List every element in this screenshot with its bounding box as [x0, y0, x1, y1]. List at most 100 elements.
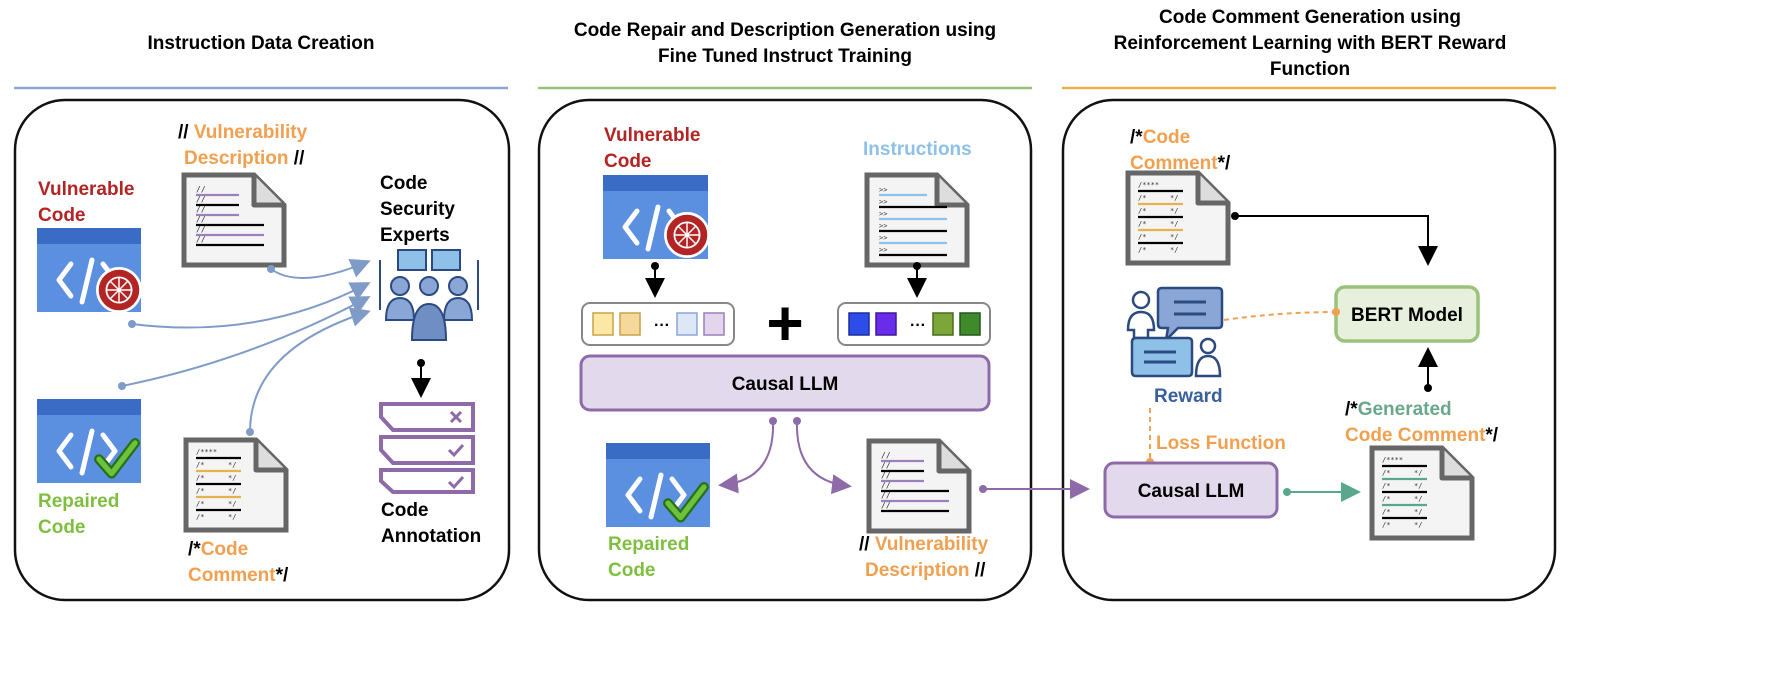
svg-text:/****: /**** [1382, 456, 1403, 464]
security-experts-label-l1: Code [380, 173, 428, 194]
right-code-comment-doc-icon: /**** /* */ /* */ /* */ /* */ /* */ [1128, 173, 1228, 263]
left-code-comment-label-l1: /*Code [188, 539, 248, 560]
left-repaired-code-label-l2: Code [38, 517, 86, 538]
left-code-comment-doc-icon: /**** /**/ /**/ /**/ /**/ /**/ [186, 440, 286, 530]
svg-text://: // [196, 195, 206, 204]
mid-vuln-description-doc-icon: ////// ////// [869, 441, 969, 531]
left-vuln-desc-label-l1: // Vulnerability [178, 122, 308, 143]
svg-text:*/: */ [1170, 207, 1178, 215]
security-experts-icon [379, 249, 479, 341]
plus-sign: + [766, 287, 803, 359]
svg-text:*/: */ [1414, 495, 1422, 503]
loss-function-label: Loss Function [1156, 433, 1286, 454]
svg-text:/*: /* [1382, 469, 1390, 477]
svg-text://: // [196, 185, 206, 194]
svg-text:*/: */ [228, 474, 236, 482]
arrow-comment-to-experts [249, 307, 371, 433]
mid-vuln-desc-label-l2: Description // [865, 560, 986, 581]
security-experts-label-l3: Experts [380, 225, 450, 246]
svg-text:/*: /* [1138, 220, 1146, 228]
header-comment-gen-l2: Reinforcement Learning with BERT Reward [1114, 33, 1507, 54]
svg-text:>>: >> [879, 198, 887, 206]
generated-comment-label-l1: /*Generated [1345, 399, 1452, 420]
svg-text:*/: */ [228, 513, 236, 521]
svg-text://: // [881, 461, 891, 470]
right-causal-llm-box [1103, 461, 1279, 519]
svg-text:*/: */ [1170, 220, 1178, 228]
code-annotation-icon [379, 402, 475, 494]
security-experts-label-l2: Security [380, 199, 455, 220]
mid-causal-llm-box [579, 354, 991, 412]
mid-repaired-code-label-l2: Code [608, 560, 656, 581]
instructions-label: Instructions [863, 139, 972, 160]
instruction-token-sequence: ··· [837, 302, 991, 346]
right-code-comment-label-l2: Comment*/ [1130, 153, 1231, 174]
svg-text:/*: /* [196, 500, 204, 508]
header-instruction-data: Instruction Data Creation [148, 33, 375, 54]
arrow-repaired-origin-dot [118, 382, 126, 390]
svg-text:*/: */ [228, 487, 236, 495]
dashed-bert-end-dot [1332, 308, 1340, 316]
svg-text:*/: */ [1414, 521, 1422, 529]
svg-text:/*: /* [1382, 482, 1390, 490]
arrow-vuln-to-experts [131, 282, 371, 329]
panel-instruction-data [13, 98, 511, 602]
left-vuln-desc-label-l2: Description // [184, 148, 305, 169]
svg-text:*/: */ [1170, 246, 1178, 254]
left-repaired-code-icon [37, 399, 141, 483]
bert-model-label: BERT Model [1351, 305, 1463, 326]
arrow-comment-origin-dot [246, 428, 254, 436]
svg-text:/*: /* [1138, 207, 1146, 215]
svg-text:*/: */ [228, 461, 236, 469]
svg-text://: // [196, 215, 206, 224]
panel-code-repair [537, 98, 1033, 602]
svg-text://: // [881, 501, 891, 510]
reward-chat-icon [1126, 286, 1224, 378]
mid-vulnerable-code-icon [603, 175, 710, 259]
svg-text:>>: >> [879, 234, 887, 242]
panel-comment-gen [1061, 98, 1557, 602]
header-code-repair-l2: Fine Tuned Instruct Training [658, 46, 912, 67]
instructions-doc-icon: >> >> >> >> >> >> [867, 175, 967, 265]
svg-text://: // [881, 451, 891, 460]
left-vulnerable-code-icon [37, 228, 142, 313]
svg-text:/*: /* [1138, 233, 1146, 241]
svg-text:*/: */ [228, 500, 236, 508]
svg-text:···: ··· [910, 317, 926, 334]
svg-text:>>: >> [879, 246, 887, 254]
svg-text:>>: >> [879, 210, 887, 218]
arrow-repaired-to-experts [121, 296, 371, 387]
right-code-comment-label-l1: /*Code [1130, 127, 1190, 148]
code-annotation-label-l2: Annotation [381, 526, 481, 547]
svg-text://: // [196, 225, 206, 234]
arrow-desc-to-experts [270, 258, 371, 279]
svg-text://: // [881, 481, 891, 490]
arrow-llm-to-repaired [718, 420, 775, 494]
svg-text:>>: >> [879, 222, 887, 230]
header-comment-gen-l3: Function [1270, 59, 1350, 80]
arrow-desc-origin-dot [267, 265, 275, 273]
svg-text://: // [196, 235, 206, 244]
right-causal-llm-label: Causal LLM [1138, 481, 1245, 502]
svg-text:/*: /* [1138, 246, 1146, 254]
svg-text:/*: /* [1138, 194, 1146, 202]
svg-text:>>: >> [879, 186, 887, 194]
reward-label: Reward [1154, 386, 1223, 407]
svg-text:/*: /* [196, 487, 204, 495]
left-repaired-code-label-l1: Repaired [38, 491, 119, 512]
arrow-vuln-origin-dot [128, 320, 136, 328]
left-vulnerable-code-label-l1: Vulnerable [38, 179, 134, 200]
code-annotation-label-l1: Code [381, 500, 429, 521]
svg-text:*/: */ [1170, 233, 1178, 241]
mid-repaired-code-icon [606, 443, 710, 527]
svg-text:/****: /**** [1138, 181, 1159, 189]
svg-text:/*: /* [1382, 508, 1390, 516]
svg-text:/*: /* [1382, 521, 1390, 529]
mid-vulnerable-code-label-l1: Vulnerable [604, 125, 700, 146]
svg-text://: // [881, 491, 891, 500]
svg-text:*/: */ [1414, 469, 1422, 477]
svg-text:/*: /* [1382, 495, 1390, 503]
svg-text:*/: */ [1170, 194, 1178, 202]
svg-text://: // [881, 471, 891, 480]
svg-text:/*: /* [196, 461, 204, 469]
